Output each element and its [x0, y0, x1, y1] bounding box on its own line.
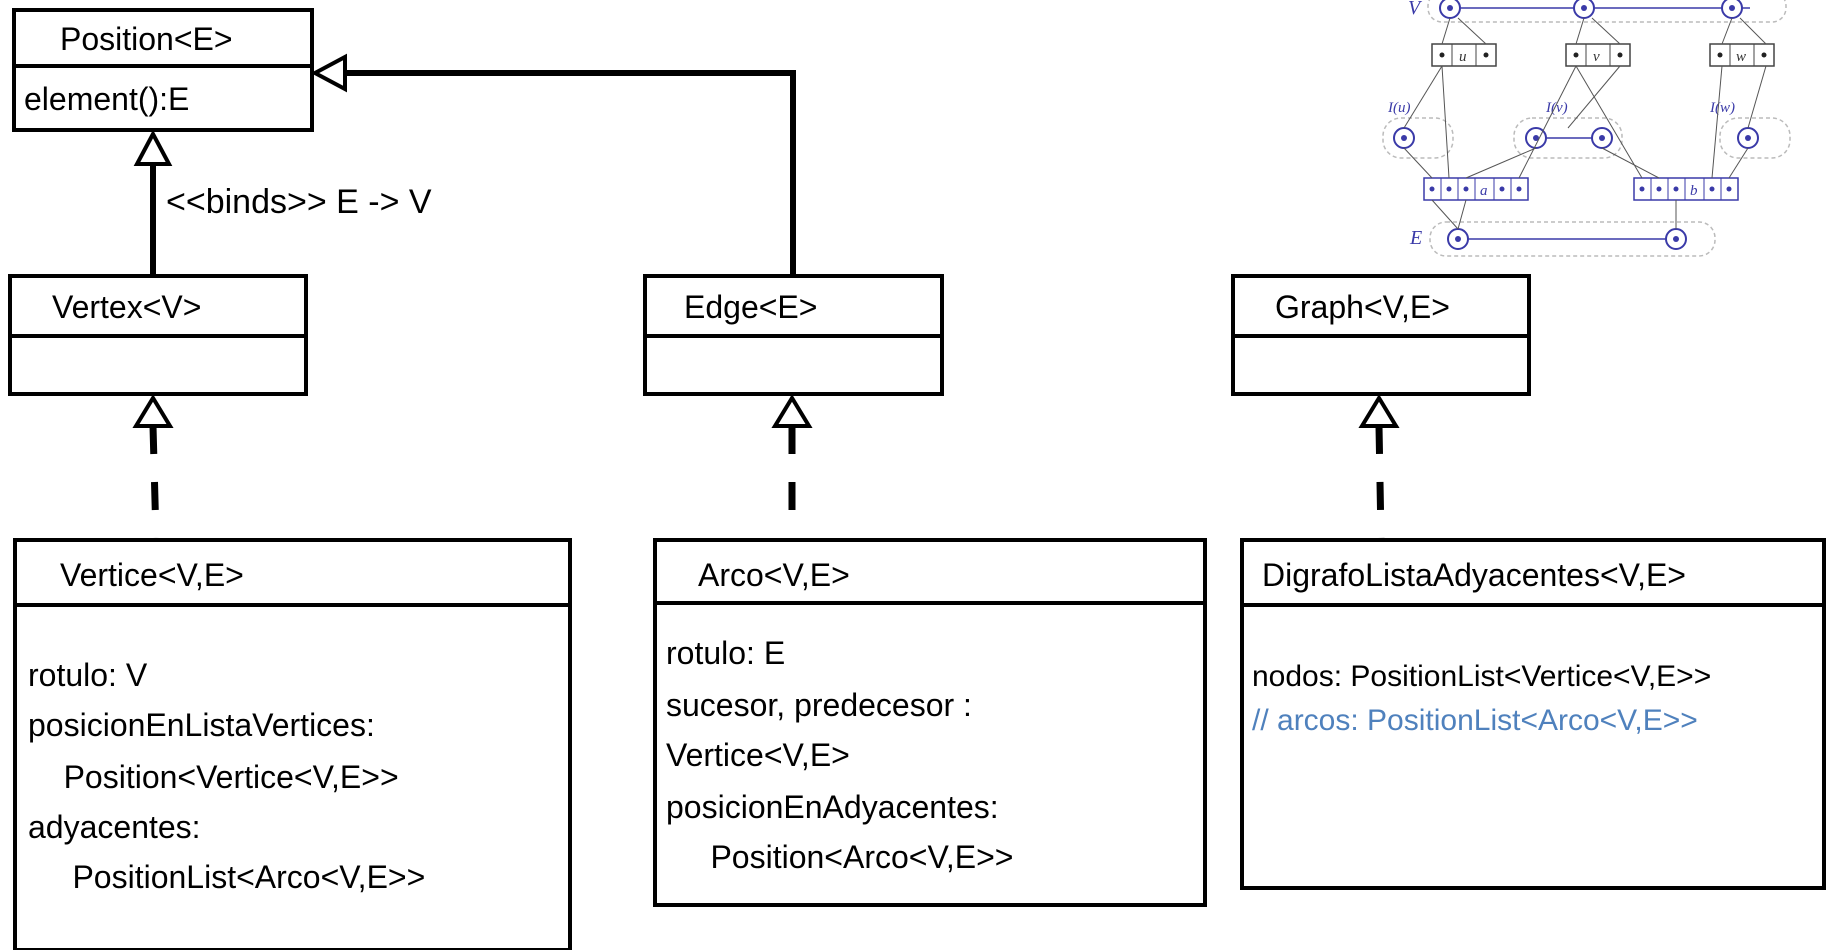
vertex-record-v: v — [1565, 43, 1631, 67]
adjacency-list-figure: V u v w I(u) I(v) I(w) — [1382, 0, 1791, 257]
class-edge[interactable]: Edge<E> — [643, 274, 944, 396]
digrafo-attr-arcos-comment: // arcos: PositionList<Arco<V,E>> — [1252, 704, 1698, 737]
class-position-operation: element():E — [24, 81, 189, 117]
class-graph-name: Graph<V,E> — [1275, 289, 1450, 325]
inset-label-w: w — [1736, 49, 1746, 65]
class-graph[interactable]: Graph<V,E> — [1231, 274, 1531, 396]
inset-label-E: E — [1409, 227, 1422, 249]
inset-label-a: a — [1480, 183, 1488, 199]
arco-attr-sucesor: sucesor, predecesor : — [666, 687, 972, 723]
generalization-vertex-position — [133, 129, 173, 275]
realization-arco-edge — [771, 394, 813, 538]
class-arco[interactable]: Arco<V,E> rotulo: E sucesor, predecesor … — [653, 538, 1207, 907]
vertice-attr-posicion: posicionEnListaVertices: — [28, 707, 375, 743]
class-vertex[interactable]: Vertex<V> — [8, 274, 308, 396]
inset-label-Iu: I(u) — [1387, 100, 1411, 116]
realization-digrafo-graph — [1358, 394, 1400, 539]
class-digrafo-name: DigrafoListaAdyacentes<V,E> — [1262, 557, 1686, 593]
edge-record-a: a — [1423, 177, 1529, 201]
inset-label-b: b — [1690, 183, 1698, 199]
class-vertice-name: Vertice<V,E> — [60, 557, 244, 593]
arco-attr-posicion: posicionEnAdyacentes: — [666, 789, 999, 825]
class-vertex-name: Vertex<V> — [52, 289, 201, 325]
arco-attr-posicion-type: Position<Arco<V,E>> — [666, 839, 1013, 875]
class-position[interactable]: Position<E> element():E — [12, 8, 314, 132]
inset-label-v: v — [1593, 49, 1600, 65]
vertice-attr-adyacentes: adyacentes: — [28, 809, 201, 845]
realization-vertice-vertex — [132, 394, 174, 539]
class-arco-name: Arco<V,E> — [698, 557, 850, 593]
inset-label-V: V — [1408, 0, 1423, 19]
arco-attr-rotulo: rotulo: E — [666, 635, 785, 671]
vertex-record-u: u — [1431, 43, 1497, 67]
vertice-attr-adyacentes-type: PositionList<Arco<V,E>> — [28, 859, 425, 895]
arco-attr-sucesor-type: Vertice<V,E> — [666, 737, 850, 773]
class-position-name: Position<E> — [60, 21, 233, 57]
vertice-attr-rotulo: rotulo: V — [28, 657, 148, 693]
binds-label: <<binds>> E -> V — [166, 183, 432, 221]
inset-label-Iv: I(v) — [1545, 100, 1568, 116]
generalization-edge-position — [310, 53, 796, 277]
digrafo-attr-nodos: nodos: PositionList<Vertice<V,E>> — [1252, 660, 1711, 693]
inset-label-u: u — [1459, 49, 1467, 65]
class-digrafo[interactable]: DigrafoListaAdyacentes<V,E> nodos: Posit… — [1240, 538, 1826, 890]
class-edge-name: Edge<E> — [684, 289, 817, 325]
vertice-attr-posicion-type: Position<Vertice<V,E>> — [28, 759, 399, 795]
edge-record-b: b — [1633, 177, 1739, 201]
class-vertice[interactable]: Vertice<V,E> rotulo: V posicionEnListaVe… — [13, 538, 572, 950]
vertex-record-w: w — [1709, 43, 1775, 67]
inset-pointers — [1403, 17, 1767, 230]
inset-label-Iw: I(w) — [1709, 100, 1735, 116]
